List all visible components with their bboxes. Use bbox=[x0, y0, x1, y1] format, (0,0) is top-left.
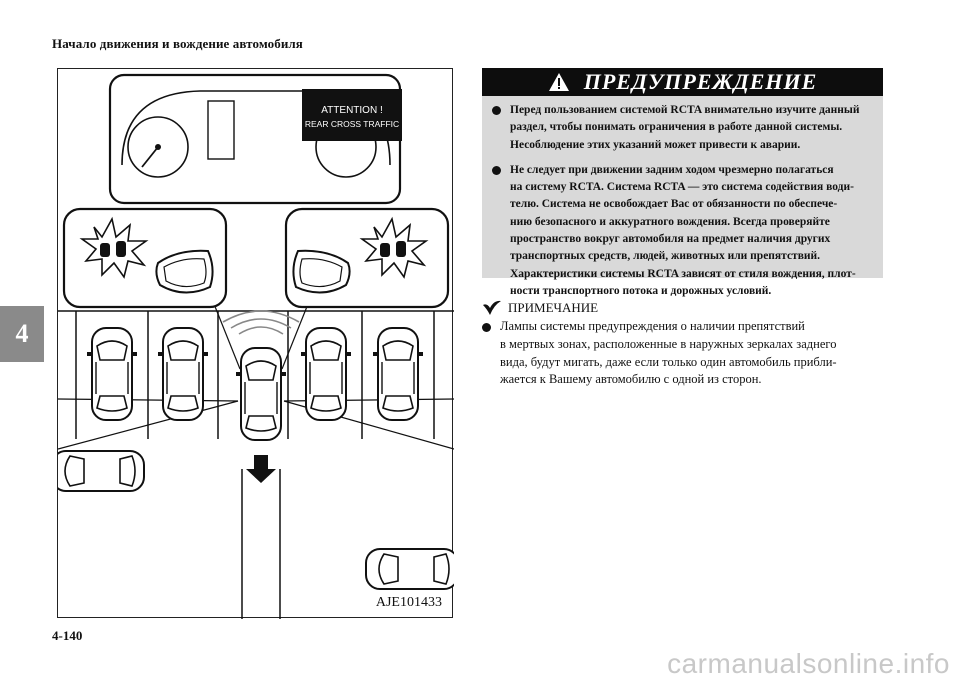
warning-triangle-icon bbox=[548, 73, 569, 91]
bullet-icon bbox=[492, 165, 501, 175]
parking-diagram: ATTENTION ! REAR CROSS TRAFFIC bbox=[58, 73, 454, 619]
chapter-tab: 4 bbox=[0, 306, 44, 362]
bullet-icon bbox=[492, 106, 501, 115]
figure-code: AJE101433 bbox=[373, 595, 444, 611]
warning-list: Перед пользованием системой RCTA внимате… bbox=[482, 96, 883, 300]
warning-header: ПРЕДУПРЕЖДЕНИЕ bbox=[482, 68, 883, 96]
cluster-text-line-1: ATTENTION ! bbox=[321, 105, 382, 116]
note-heading: ПРИМЕЧАНИЕ bbox=[482, 300, 598, 316]
warning-box: ПРЕДУПРЕЖДЕНИЕ Перед пользованием систем… bbox=[482, 68, 883, 297]
warning-item: Не следует при движении задним ходом чре… bbox=[492, 162, 875, 300]
cluster-text-line-2: REAR CROSS TRAFFIC bbox=[305, 119, 399, 129]
note-body: Лампы системы предупреждения о наличии п… bbox=[482, 318, 882, 389]
warning-title: ПРЕДУПРЕЖДЕНИЕ bbox=[583, 69, 818, 94]
note-checkmark-icon bbox=[483, 300, 501, 315]
bullet-icon bbox=[482, 323, 491, 332]
page-number: 4-140 bbox=[52, 628, 83, 643]
rcta-illustration: ATTENTION ! REAR CROSS TRAFFIC AJE101433 bbox=[57, 68, 454, 619]
running-header: Начало движения и вождение автомобиля bbox=[52, 36, 303, 51]
note-title: ПРИМЕЧАНИЕ bbox=[508, 300, 599, 315]
warning-item: Перед пользованием системой RCTA внимате… bbox=[492, 102, 875, 154]
watermark: carmanualsonline.info bbox=[667, 648, 950, 679]
